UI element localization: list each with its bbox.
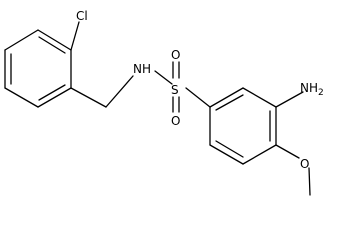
amino-label: NH2 <box>300 81 324 98</box>
oxygen-top-label: O <box>171 48 180 62</box>
bond <box>4 29 39 51</box>
structure-diagram: Cl N H S O O NH2 O <box>4 9 324 196</box>
amino-subscript: 2 <box>318 88 324 98</box>
nitrogen-label: N <box>133 62 142 76</box>
bond-s-ring <box>185 87 211 108</box>
bond-c-nh2 <box>275 91 304 108</box>
bond-c-cl <box>70 21 80 51</box>
double-bond-inner <box>215 94 244 111</box>
double-bond-inner <box>215 140 244 158</box>
chlorine-label: Cl <box>76 9 88 23</box>
bond-ch2-n <box>105 75 134 108</box>
bond <box>209 144 244 165</box>
bond <box>242 144 277 165</box>
double-bond-inner <box>38 84 66 101</box>
bond <box>37 29 72 51</box>
sulfur-label: S <box>171 83 179 97</box>
aminomethoxyphenyl-ring <box>209 87 277 165</box>
hydrogen-label: H <box>142 62 151 76</box>
double-bond-inner <box>38 36 66 54</box>
bond <box>37 87 72 108</box>
methoxy-oxygen-label: O <box>300 157 309 171</box>
amino-text: NH <box>300 81 318 95</box>
bond-n-s <box>154 70 173 85</box>
bond <box>4 87 39 108</box>
oxygen-bottom-label: O <box>171 114 180 128</box>
bond-ring-ch2 <box>70 87 107 108</box>
bond-o-ch3 <box>308 167 311 196</box>
bond-c-o <box>275 144 300 159</box>
bond <box>209 87 244 108</box>
chlorophenyl-ring <box>4 29 72 108</box>
bond <box>242 87 277 108</box>
